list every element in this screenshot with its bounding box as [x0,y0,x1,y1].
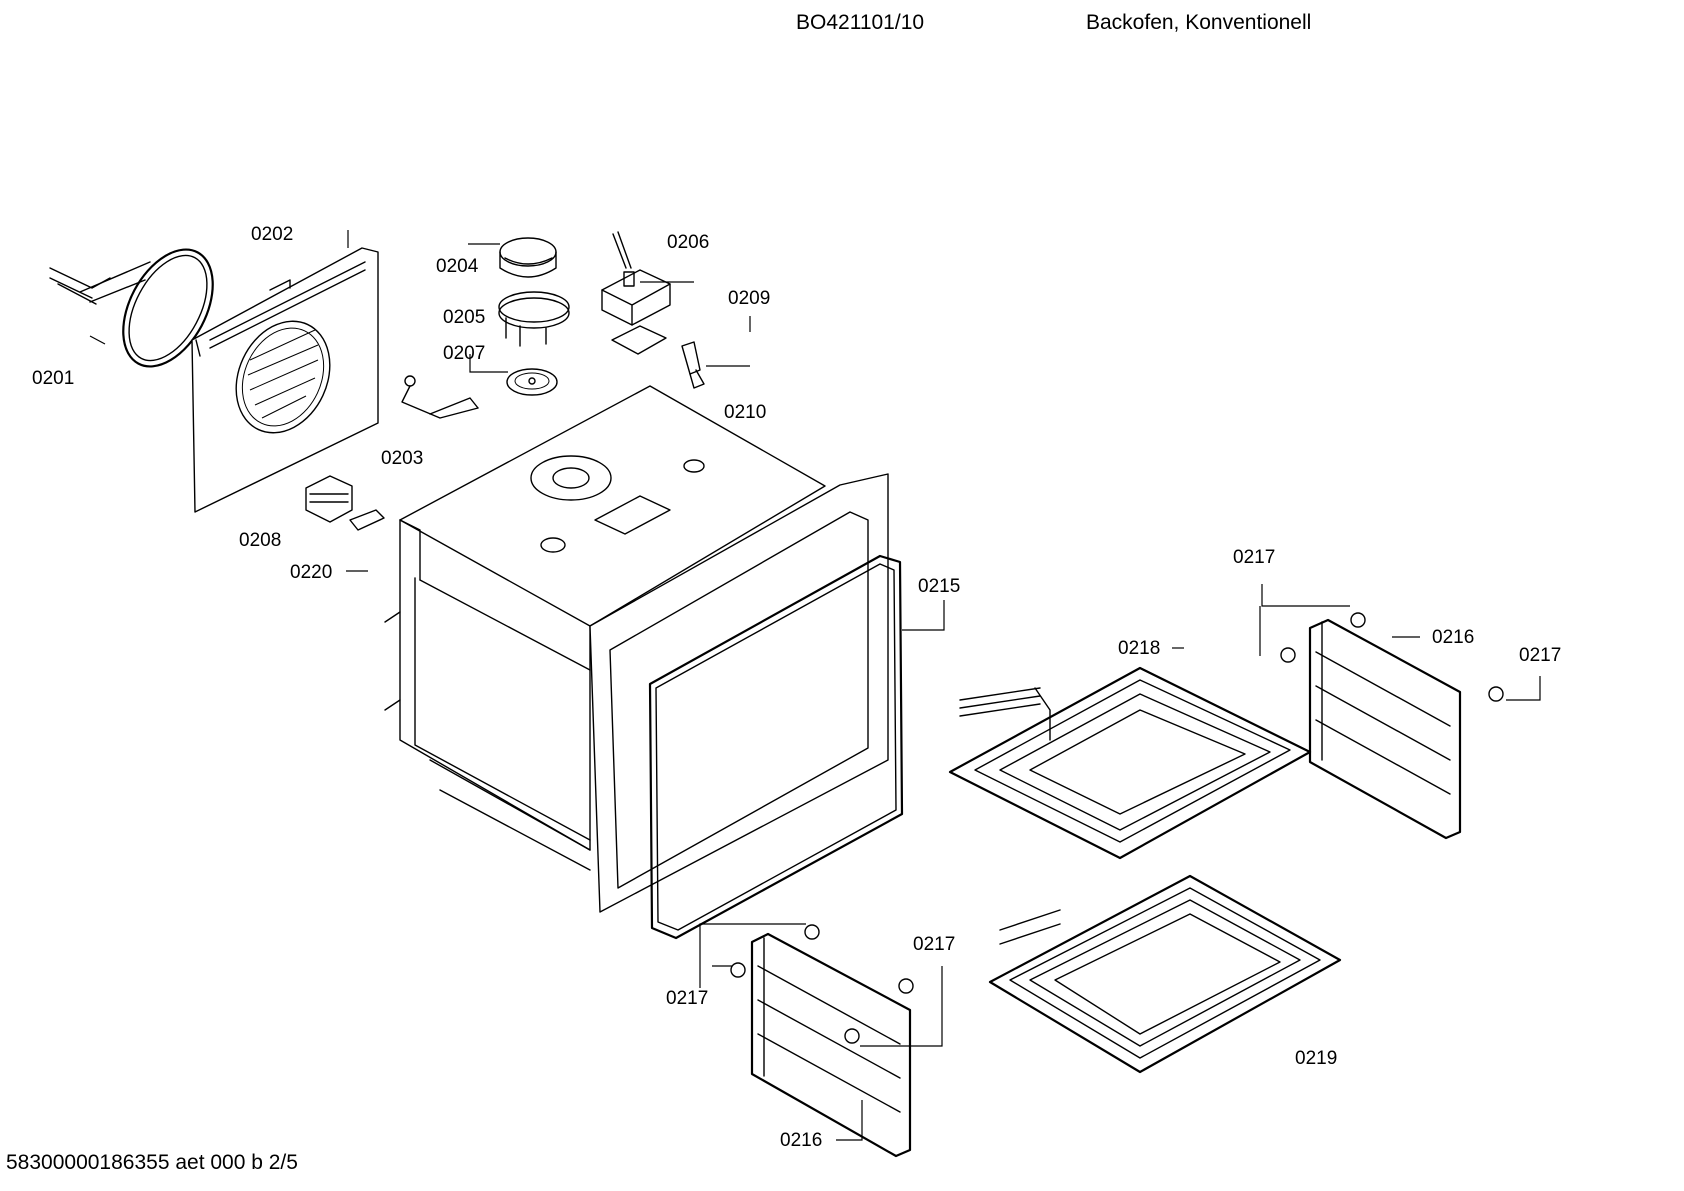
callout-0205: 0205 [443,307,485,328]
part-0201-ring-heater[interactable] [49,235,231,382]
callout-0210: 0210 [724,402,766,423]
callout-0217-mid: 0217 [913,934,955,955]
part-0208-terminal-block[interactable] [305,475,385,531]
callout-0204: 0204 [436,256,479,277]
part-0217-clip-mid[interactable] [844,978,914,1044]
part-0204-fan-motor[interactable] [499,237,557,278]
callout-0206: 0206 [667,232,709,253]
callout-0220: 0220 [290,562,332,583]
callout-0217-left: 0217 [666,988,708,1009]
part-0216-side-rack-bottom[interactable] [750,932,912,1158]
callout-0217-right: 0217 [1519,645,1561,666]
part-0205-ring[interactable] [498,291,570,347]
part-0207-fan-wheel[interactable] [506,368,558,396]
part-0203-sensor[interactable] [401,375,479,419]
callout-0207: 0207 [443,343,485,364]
product-description: Backofen, Konventionell [1086,11,1312,34]
part-0217-clip-top[interactable] [1280,612,1366,663]
callout-0218: 0218 [1118,638,1160,659]
callout-0217-top: 0217 [1233,547,1275,568]
part-0220-oven-cavity[interactable] [384,385,889,913]
callout-0208: 0208 [239,530,281,551]
part-0218-grill-heater[interactable] [948,666,1312,860]
callout-0202: 0202 [251,224,293,245]
callout-0215: 0215 [918,576,960,597]
callout-0209: 0209 [728,288,770,309]
callout-0219: 0219 [1295,1048,1337,1069]
document-code: 58300000186355 aet 000 b 2/5 [6,1151,298,1174]
part-0206-thermostat[interactable] [601,231,671,355]
part-0202-fan-cover[interactable] [191,247,379,513]
part-0216-side-rack-right[interactable] [1308,618,1462,840]
part-0217-clip-left[interactable] [730,924,820,978]
callout-0201: 0201 [32,368,74,389]
part-0219-bottom-heater[interactable] [988,874,1342,1074]
callout-0216-right: 0216 [1432,627,1474,648]
part-0209-lamp[interactable] [681,341,705,389]
part-0217-clip-right[interactable] [1488,686,1504,702]
part-0215-door-seal[interactable] [648,554,904,940]
callout-0203: 0203 [381,448,423,469]
model-number: BO421101/10 [796,11,925,34]
callout-0216-bottom: 0216 [780,1130,822,1151]
